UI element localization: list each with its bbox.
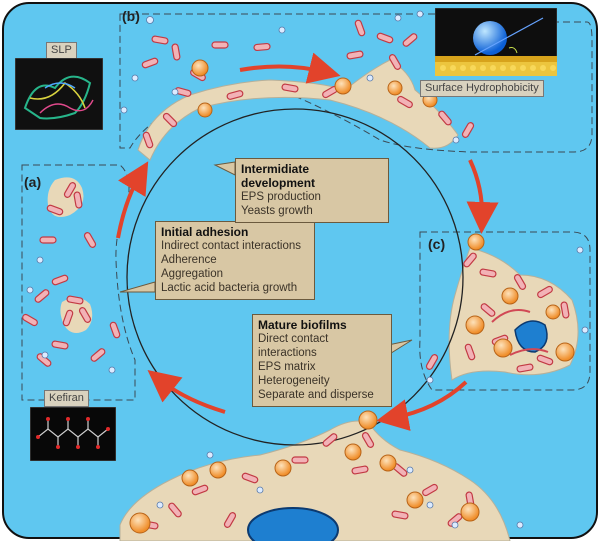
callout-initial-adhesion: Initial adhesion Indirect contact intera… — [155, 221, 315, 300]
callout-mature-biofilms: Mature biofilms Direct contact interacti… — [252, 314, 392, 407]
callout-initial-line: Adherence — [161, 254, 217, 266]
callout-intermediate-line: EPS production — [241, 191, 321, 203]
cycle-circle — [126, 108, 464, 446]
arrow-a-to-b — [116, 161, 149, 239]
callout-mature-line: Direct contact interactions — [258, 333, 329, 359]
red-strands-right — [491, 309, 549, 356]
callout-mature-line: Separate and disperse — [258, 389, 374, 401]
arrow-b-to-c — [466, 159, 499, 234]
eps-matrix-bottom — [119, 420, 511, 541]
arrow-b-top — [239, 52, 341, 84]
callout-initial-title: Initial adhesion — [161, 225, 249, 239]
panel-label-a: (a) — [24, 174, 42, 190]
callout-intermediate-title: Intermidiate development — [241, 162, 316, 190]
callout-mature-title: Mature biofilms — [258, 318, 347, 332]
callout-mature-line: Heterogeneity — [258, 375, 330, 387]
callout-intermediate-line: Yeasts growth — [241, 205, 313, 217]
hydrophobicity-label: Surface Hydrophobicity — [420, 80, 544, 97]
callout-initial-line: Indirect contact interactions — [161, 240, 301, 252]
panel-label-b: (b) — [122, 8, 140, 24]
kefiran-structure-image — [30, 407, 116, 461]
callout-mature-line: EPS matrix — [258, 361, 316, 373]
vesicles — [26, 10, 589, 529]
eps-matrix-right — [448, 247, 579, 381]
slp-label: SLP — [46, 42, 77, 59]
panel-c-region — [419, 231, 591, 391]
yeast-cells — [129, 59, 575, 534]
host-pore-right — [514, 320, 548, 353]
panel-label-c: (c) — [428, 236, 446, 252]
callout-initial-line: Aggregation — [161, 268, 224, 280]
callout-intermediate-development: Intermidiate development EPS production … — [235, 158, 389, 223]
host-pore-bottom — [247, 507, 339, 541]
slp-structure-image — [15, 58, 103, 130]
arrow-c-to-bottom — [376, 380, 468, 431]
callout-initial-line: Lactic acid bacteria growth — [161, 282, 298, 294]
arrow-bottom-to-a — [147, 370, 226, 414]
hydrophobicity-image — [435, 8, 557, 76]
kefiran-label: Kefiran — [44, 390, 89, 407]
